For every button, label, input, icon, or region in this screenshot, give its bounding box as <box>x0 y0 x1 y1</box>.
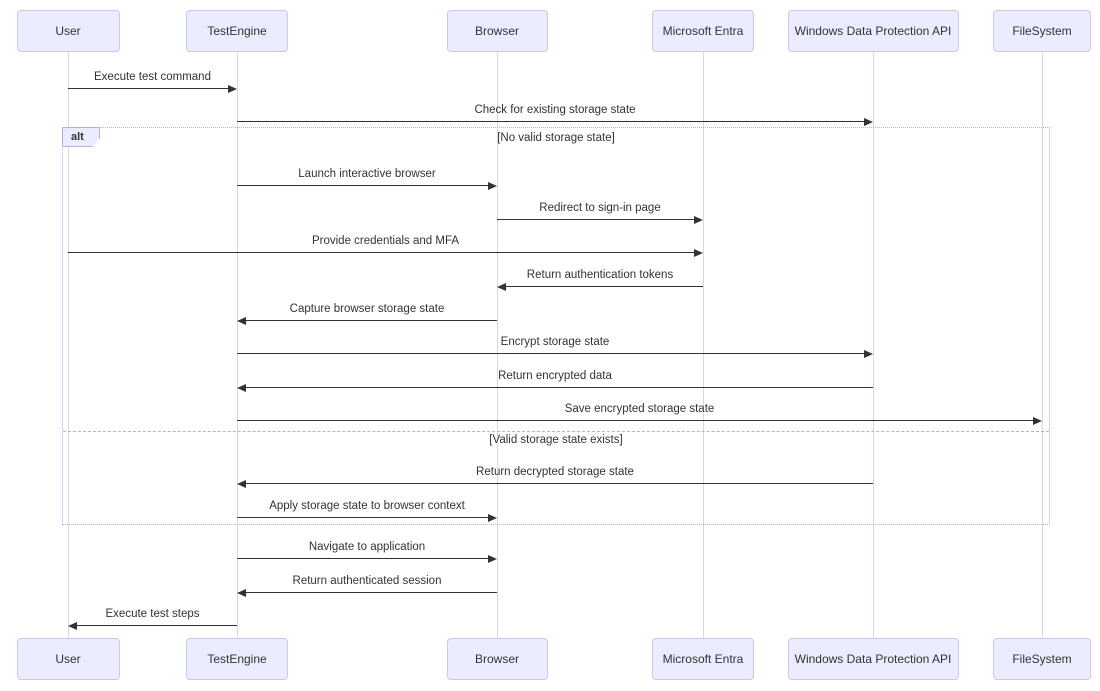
message-arrow-line <box>237 185 489 186</box>
message-arrow-line <box>237 121 865 122</box>
actor-browser: Browser <box>446 638 548 680</box>
lifeline-testengine <box>237 52 238 638</box>
actor-user: User <box>16 10 120 52</box>
message-arrowhead <box>694 248 703 257</box>
message-arrowhead <box>488 513 497 522</box>
lifeline-microsoft-entra <box>703 52 704 638</box>
message-label: Encrypt storage state <box>500 336 610 348</box>
actor-label: TestEngine <box>207 24 267 38</box>
message-arrow-line <box>68 88 229 89</box>
actor-label: Windows Data Protection API <box>794 24 952 38</box>
message-arrowhead <box>228 84 237 93</box>
message-arrow-line <box>237 517 489 518</box>
alt-label-text: alt <box>71 131 84 143</box>
message-label: Return authentication tokens <box>526 269 674 281</box>
lifeline-user <box>68 52 69 638</box>
message-arrowhead <box>237 479 246 488</box>
message-arrow-line <box>497 219 695 220</box>
message-label: Execute test command <box>94 71 211 83</box>
actor-microsoft-entra: Microsoft Entra <box>652 10 754 52</box>
message-label: Provide credentials and MFA <box>311 235 460 247</box>
message-label: Return decrypted storage state <box>476 466 634 478</box>
actor-browser: Browser <box>446 10 548 52</box>
message-arrowhead <box>488 181 497 190</box>
message-label: Execute test steps <box>105 608 200 620</box>
message-arrow-line <box>245 483 873 484</box>
lifeline-filesystem <box>1042 52 1043 638</box>
message-arrow-line <box>245 387 873 388</box>
actor-label: FileSystem <box>1012 652 1072 666</box>
message-arrow-line <box>245 320 497 321</box>
actor-windows-data-protection-api: Windows Data Protection API <box>787 638 959 680</box>
actor-windows-data-protection-api: Windows Data Protection API <box>787 10 959 52</box>
actor-user: User <box>16 638 120 680</box>
lifeline-windows-data-protection-api <box>873 52 874 638</box>
alt-frame-label: alt <box>62 127 100 147</box>
message-label: Return authenticated session <box>292 575 442 587</box>
message-arrowhead <box>237 588 246 597</box>
actor-label: User <box>55 652 81 666</box>
message-label: Capture browser storage state <box>289 303 445 315</box>
message-arrow-line <box>245 592 497 593</box>
message-arrowhead <box>237 316 246 325</box>
actor-label: Windows Data Protection API <box>794 652 952 666</box>
actor-testengine: TestEngine <box>186 638 288 680</box>
message-label: Save encrypted storage state <box>564 403 715 415</box>
message-arrow-line <box>237 420 1034 421</box>
message-arrow-line <box>237 558 489 559</box>
message-label: Launch interactive browser <box>298 168 436 180</box>
actor-label: User <box>55 24 81 38</box>
message-arrowhead <box>237 383 246 392</box>
alt-section-2-label: [Valid storage state exists] <box>489 434 623 446</box>
message-arrowhead <box>488 554 497 563</box>
actor-label: Microsoft Entra <box>662 24 744 38</box>
actor-label: TestEngine <box>207 652 267 666</box>
actor-label: Microsoft Entra <box>662 652 744 666</box>
actor-label: FileSystem <box>1012 24 1072 38</box>
message-arrow-line <box>237 353 865 354</box>
alt-frame: alt [No valid storage state] [Valid stor… <box>62 127 1050 525</box>
message-arrowhead <box>68 621 77 630</box>
message-arrow-line <box>505 286 703 287</box>
message-arrowhead <box>1033 416 1042 425</box>
message-label: Check for existing storage state <box>474 104 636 116</box>
message-label: Apply storage state to browser context <box>269 500 465 512</box>
actor-testengine: TestEngine <box>186 10 288 52</box>
message-arrow-line <box>76 625 237 626</box>
alt-section-1-label: [No valid storage state] <box>497 132 615 144</box>
actor-label: Browser <box>474 24 519 38</box>
message-arrowhead <box>864 117 873 126</box>
actor-filesystem: FileSystem <box>993 638 1091 680</box>
message-label: Navigate to application <box>308 541 426 553</box>
message-label: Return encrypted data <box>498 370 612 382</box>
message-arrowhead <box>864 349 873 358</box>
actor-microsoft-entra: Microsoft Entra <box>652 638 754 680</box>
actor-label: Browser <box>474 652 519 666</box>
lifeline-browser <box>497 52 498 638</box>
message-arrowhead <box>694 215 703 224</box>
actor-filesystem: FileSystem <box>993 10 1091 52</box>
message-label: Redirect to sign-in page <box>539 202 661 214</box>
message-arrow-line <box>68 252 695 253</box>
alt-else-divider <box>63 431 1049 432</box>
message-arrowhead <box>497 282 506 291</box>
